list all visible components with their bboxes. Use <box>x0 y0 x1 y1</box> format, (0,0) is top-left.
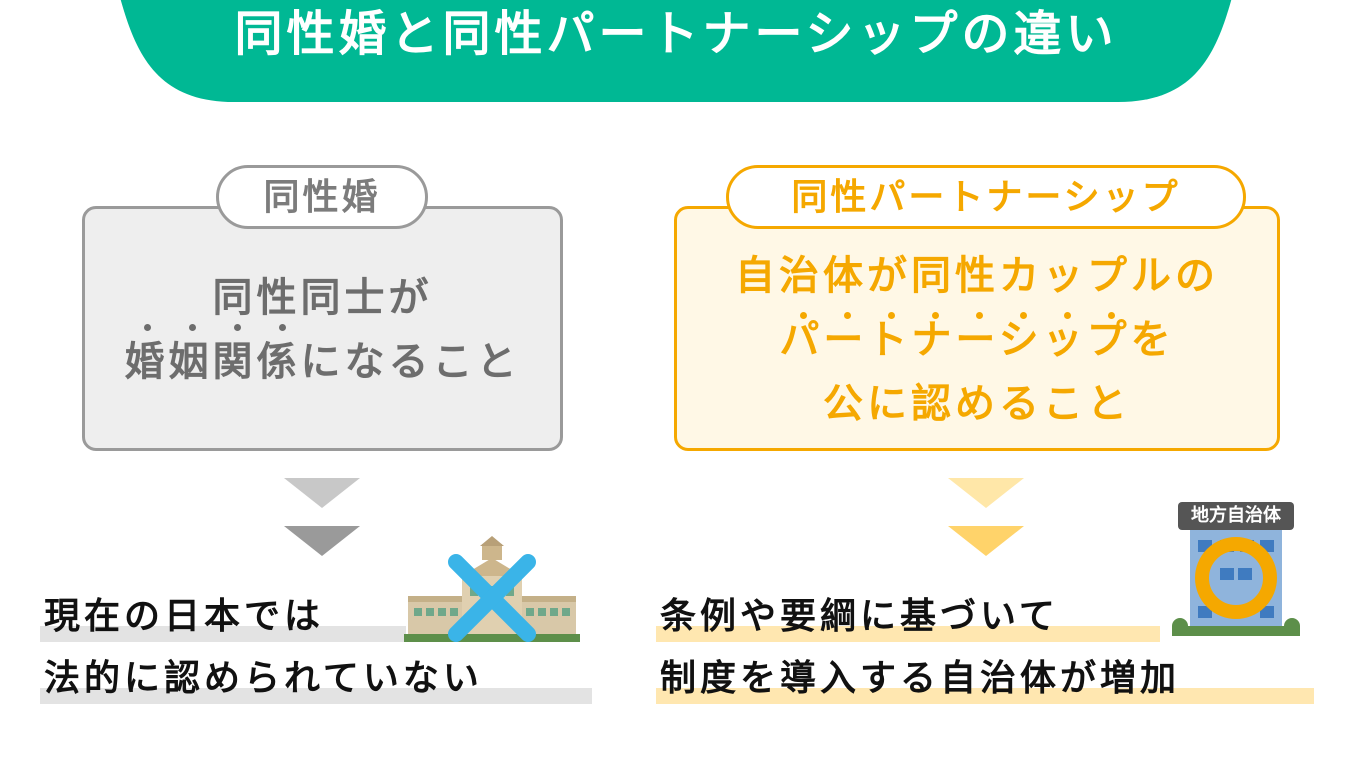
down-arrow-icon <box>948 478 1024 508</box>
description-line-3: 公に認めること <box>823 381 1131 427</box>
description-line-2: パートナーシップを <box>779 317 1175 363</box>
same-sex-partnership-box <box>674 206 1280 451</box>
result-line-2: 法的に認められていない <box>44 658 483 699</box>
same-sex-marriage-label: 同性婚 <box>216 165 428 229</box>
highlight-bar <box>40 688 592 704</box>
highlight-bar <box>656 688 1314 704</box>
page-title: 同性婚と同性パートナーシップの違い <box>234 6 1118 62</box>
same-sex-partnership-description: 自治体が同性カップルの パートナーシップを 公に認めること <box>674 244 1280 436</box>
result-line-1: 条例や要綱に基づいて <box>660 596 1059 637</box>
local-government-building-icon: 地方自治体 <box>1168 500 1304 640</box>
building-sign: 地方自治体 <box>1178 502 1294 530</box>
same-sex-partnership-label: 同性パートナーシップ <box>726 165 1246 229</box>
description-line-1: 同性同士が <box>212 275 433 321</box>
header-banner: 同性婚と同性パートナーシップの違い <box>118 0 1234 102</box>
result-text: 現在の日本では 法的に認められていない <box>44 592 604 704</box>
emphasis-dots <box>144 324 286 331</box>
same-sex-marriage-description: 同性同士が 婚姻関係になること <box>82 266 563 394</box>
down-arrow-icon <box>284 478 360 508</box>
emphasis-dots <box>800 312 1115 319</box>
down-arrow-icon <box>948 526 1024 556</box>
down-arrow-icon <box>284 526 360 556</box>
description-line-2: 婚姻関係になること <box>124 339 521 385</box>
result-text: 条例や要綱に基づいて 制度を導入する自治体が増加 <box>660 592 1320 704</box>
highlight-bar <box>656 626 1160 642</box>
result-line-2: 制度を導入する自治体が増加 <box>660 658 1181 699</box>
result-line-1: 現在の日本では <box>44 596 325 637</box>
description-line-1: 自治体が同性カップルの <box>735 253 1219 299</box>
highlight-bar <box>40 626 406 642</box>
national-diet-building-icon <box>404 536 580 642</box>
